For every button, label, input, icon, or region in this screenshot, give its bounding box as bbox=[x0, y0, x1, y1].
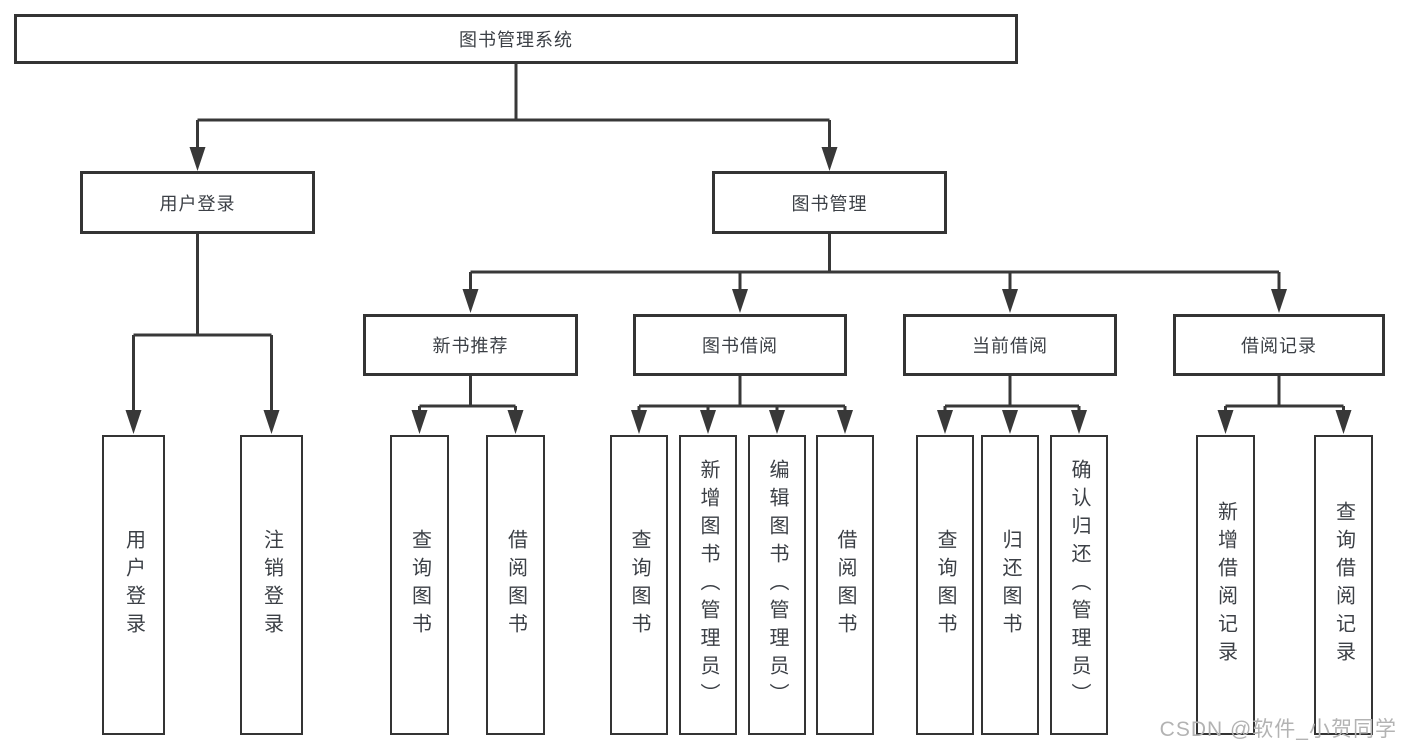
leaf-return-books: 归还图书 bbox=[981, 435, 1039, 735]
connector-userlogin-to-leaves bbox=[132, 234, 273, 412]
leaf-add-borrow-record-label: 新增借阅记录 bbox=[1214, 501, 1237, 669]
leaf-return-books-label: 归还图书 bbox=[999, 529, 1021, 641]
connector-root-to-level2 bbox=[196, 64, 831, 150]
leaf-confirm-return-admin: 确认归还（管理员） bbox=[1050, 435, 1108, 735]
csdn-watermark: CSDN @软件_小贺同学 bbox=[1159, 718, 1397, 741]
leaf-edit-book-admin: 编辑图书（管理员） bbox=[748, 435, 806, 735]
connector-bookmgmt-to-level3 bbox=[469, 234, 1281, 292]
leaf-search-books-current: 查询图书 bbox=[916, 435, 974, 735]
leaf-add-book-admin: 新增图书（管理员） bbox=[679, 435, 737, 735]
leaf-search-books-current-label: 查询图书 bbox=[934, 529, 956, 641]
node-user-login: 用户登录 bbox=[80, 171, 315, 234]
leaf-borrow-books: 借阅图书 bbox=[816, 435, 874, 735]
leaf-search-books-borrowing-label: 查询图书 bbox=[628, 529, 650, 641]
leaf-search-borrow-record-label: 查询借阅记录 bbox=[1332, 501, 1355, 669]
leaf-add-book-admin-label: 新增图书（管理员） bbox=[697, 459, 719, 711]
leaf-search-books-recommend: 查询图书 bbox=[390, 435, 449, 735]
leaf-add-borrow-record: 新增借阅记录 bbox=[1196, 435, 1255, 735]
leaf-confirm-return-admin-label: 确认归还（管理员） bbox=[1068, 459, 1090, 711]
leaf-logout: 注销登录 bbox=[240, 435, 303, 735]
leaf-search-borrow-record: 查询借阅记录 bbox=[1314, 435, 1373, 735]
leaf-borrow-books-label: 借阅图书 bbox=[834, 529, 856, 641]
leaf-edit-book-admin-label: 编辑图书（管理员） bbox=[766, 459, 788, 711]
leaf-search-books-recommend-label: 查询图书 bbox=[408, 529, 431, 641]
connector-sections-to-leaves bbox=[418, 376, 1345, 414]
leaf-search-books-borrowing: 查询图书 bbox=[610, 435, 668, 735]
leaf-borrow-books-recommend: 借阅图书 bbox=[486, 435, 545, 735]
node-book-management: 图书管理 bbox=[712, 171, 947, 234]
leaf-user-login-label: 用户登录 bbox=[122, 529, 145, 641]
node-root-library-management-system: 图书管理系统 bbox=[14, 14, 1018, 64]
node-current-borrowing: 当前借阅 bbox=[903, 314, 1117, 376]
node-book-borrowing: 图书借阅 bbox=[633, 314, 847, 376]
node-borrowing-records: 借阅记录 bbox=[1173, 314, 1385, 376]
leaf-user-login: 用户登录 bbox=[102, 435, 165, 735]
leaf-borrow-books-recommend-label: 借阅图书 bbox=[504, 529, 527, 641]
node-new-book-recommendation: 新书推荐 bbox=[363, 314, 578, 376]
leaf-logout-label: 注销登录 bbox=[260, 529, 283, 641]
